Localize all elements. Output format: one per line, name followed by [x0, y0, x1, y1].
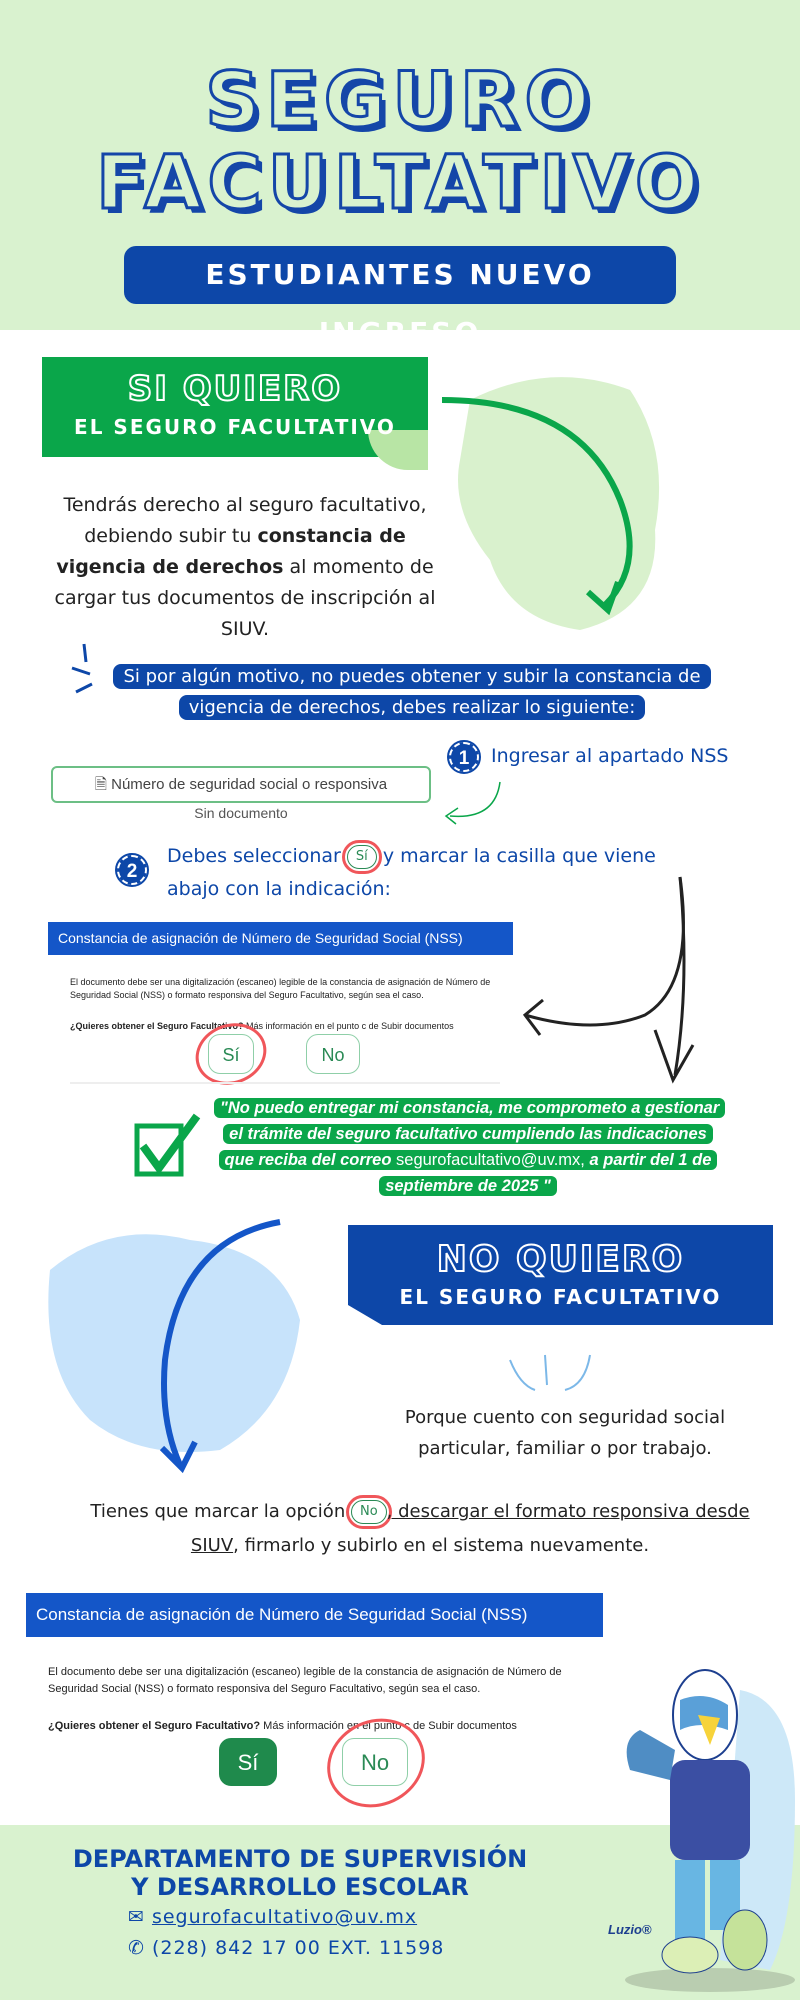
- note-box: Si por algún motivo, no puedes obtener y…: [112, 661, 712, 729]
- sparkle-icon: [71, 643, 93, 694]
- si-quiero-paragraph: Tendrás derecho al seguro facultativo, d…: [54, 494, 436, 640]
- form2-question: ¿Quieres obtener el Seguro Facultativo? …: [48, 1720, 517, 1732]
- form-header: Constancia de asignación de Número de Se…: [48, 922, 513, 955]
- no-quiero-subtitle: EL SEGURO FACULTATIVO: [399, 1285, 722, 1309]
- no-button-2[interactable]: No: [342, 1738, 408, 1786]
- no-quiero-reason: Porque cuento con seguridad social parti…: [404, 1407, 726, 1459]
- no-button[interactable]: No: [306, 1034, 360, 1074]
- curved-arrow-icon: [444, 781, 501, 825]
- no-quiero-title: NO QUIERO: [436, 1238, 685, 1281]
- si-quiero-title: SI QUIERO: [127, 368, 343, 410]
- phone-row: ✆ (228) 842 17 00 EXT. 11598: [128, 1937, 444, 1959]
- form2-header: Constancia de asignación de Número de Se…: [26, 1593, 603, 1637]
- step1-number: 1: [447, 740, 481, 774]
- green-splash-arrow: [441, 377, 660, 630]
- email-link[interactable]: segurofacultativo@uv.mx: [151, 1906, 418, 1928]
- form-body: El documento debe ser una digitalización…: [70, 977, 491, 1000]
- nss-status: Sin documento: [194, 805, 288, 821]
- yes-button[interactable]: Sí: [208, 1034, 254, 1074]
- checkbox-checked-icon: [134, 1113, 201, 1177]
- email-row: ✉ segurofacultativo@uv.mx: [128, 1906, 417, 1928]
- no-quiero-instructions: Tienes que marcar la opción No, descarga…: [90, 1495, 750, 1556]
- mascot-name: Luzio®: [608, 1922, 652, 1937]
- title-line2: FACULTATIVO: [95, 139, 704, 228]
- blue-splash-arrow: [48, 1219, 300, 1474]
- black-arrows: [522, 876, 695, 1084]
- audience-banner: ESTUDIANTES NUEVO INGRESO: [124, 246, 676, 349]
- divider: [70, 1082, 500, 1084]
- yes-button-2[interactable]: Sí: [219, 1738, 277, 1786]
- down-arrows-icon: [509, 1354, 591, 1391]
- si-quiero-banner: SI QUIERO EL SEGURO FACULTATIVO: [42, 357, 428, 470]
- mascot-falcon-illustration: [625, 1669, 795, 1992]
- step2-number: 2: [115, 853, 149, 887]
- si-quiero-subtitle: EL SEGURO FACULTATIVO: [74, 415, 396, 439]
- phone-icon: ✆: [128, 1937, 145, 1959]
- title-line1: SEGURO: [204, 54, 595, 146]
- nss-section-button[interactable]: 🗎 Número de seguridad social o responsiv…: [51, 766, 431, 803]
- form2-body: El documento debe ser una digitalización…: [48, 1666, 562, 1695]
- phone-number: (228) 842 17 00 EXT. 11598: [151, 1937, 445, 1959]
- mail-icon: ✉: [128, 1906, 145, 1928]
- step1-text: Ingresar al apartado NSS: [491, 745, 729, 767]
- si-pill: Sí: [341, 839, 382, 874]
- no-pill: No: [346, 1495, 392, 1529]
- no-quiero-banner: NO QUIERO EL SEGURO FACULTATIVO: [348, 1225, 773, 1337]
- step2-text: Debes seleccionar Sí y marcar la casilla…: [167, 839, 656, 900]
- commitment-quote: "No puedo entregar mi constancia, me com…: [214, 1095, 726, 1199]
- download-responsiva-link[interactable]: , descargar el formato responsiva desde …: [190, 1501, 750, 1556]
- form-question: ¿Quieres obtener el Seguro Facultativo? …: [70, 1021, 454, 1031]
